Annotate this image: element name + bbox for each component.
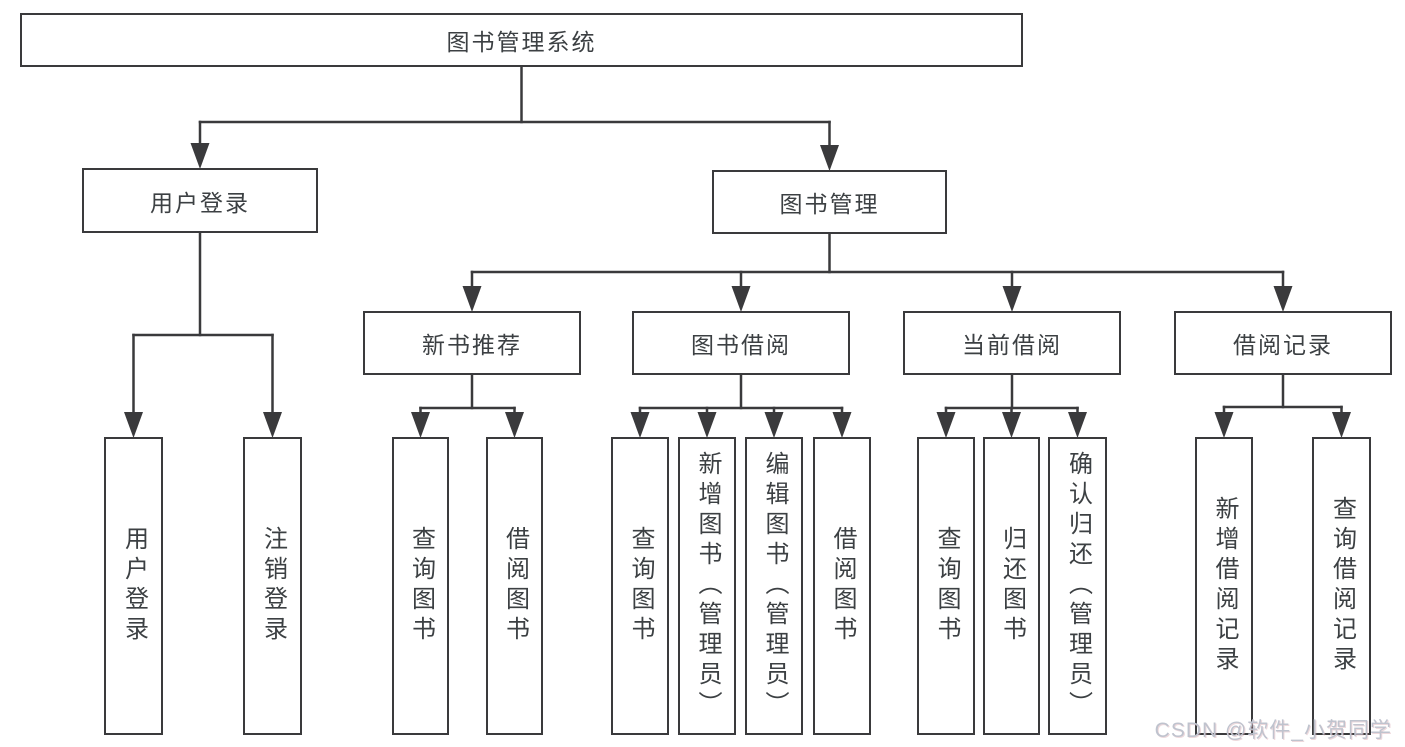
node-label-root: 图书管理系统	[446, 29, 597, 55]
node-label-leaf-user-login: 用户登录	[120, 526, 148, 646]
node-label-borrow-records: 借阅记录	[1233, 332, 1333, 358]
node-leaf-logout: 注销登录	[243, 437, 302, 735]
node-label-leaf-query-book-3: 查询图书	[933, 526, 960, 646]
node-current-borrow: 当前借阅	[903, 311, 1121, 375]
node-leaf-add-borrow-record: 新增借阅记录	[1195, 437, 1253, 735]
node-label-leaf-borrow-book-2: 借阅图书	[829, 526, 856, 646]
node-label-leaf-query-book-1: 查询图书	[407, 526, 435, 646]
node-label-current-borrow: 当前借阅	[962, 332, 1062, 358]
node-leaf-confirm-return: 确认归还（管理员）	[1048, 437, 1107, 735]
node-label-book-management: 图书管理	[779, 191, 880, 217]
node-leaf-borrow-book-2: 借阅图书	[813, 437, 871, 735]
node-leaf-edit-book: 编辑图书（管理员）	[745, 437, 803, 735]
node-leaf-user-login: 用户登录	[104, 437, 163, 735]
node-leaf-return-book: 归还图书	[983, 437, 1040, 735]
node-label-leaf-borrow-book-1: 借阅图书	[501, 526, 529, 646]
node-label-leaf-query-borrow-record: 查询借阅记录	[1328, 496, 1356, 676]
node-leaf-query-borrow-record: 查询借阅记录	[1312, 437, 1371, 735]
node-book-management: 图书管理	[712, 170, 947, 234]
node-borrow-records: 借阅记录	[1174, 311, 1392, 375]
node-label-book-borrow: 图书借阅	[691, 332, 791, 358]
node-label-leaf-add-book: 新增图书（管理员）	[694, 451, 721, 721]
node-leaf-query-book-2: 查询图书	[611, 437, 669, 735]
node-leaf-query-book-3: 查询图书	[917, 437, 975, 735]
node-label-leaf-confirm-return: 确认归还（管理员）	[1064, 451, 1092, 721]
node-label-leaf-return-book: 归还图书	[998, 526, 1026, 646]
node-label-new-book-recommend: 新书推荐	[422, 332, 522, 358]
node-new-book-recommend: 新书推荐	[363, 311, 581, 375]
node-leaf-borrow-book-1: 借阅图书	[486, 437, 543, 735]
node-leaf-query-book-1: 查询图书	[392, 437, 449, 735]
node-label-leaf-add-borrow-record: 新增借阅记录	[1211, 496, 1238, 676]
node-user-login: 用户登录	[82, 168, 318, 233]
node-label-leaf-query-book-2: 查询图书	[627, 526, 654, 646]
node-root: 图书管理系统	[20, 13, 1023, 67]
node-label-user-login: 用户登录	[150, 189, 250, 216]
node-book-borrow: 图书借阅	[632, 311, 850, 375]
node-label-leaf-edit-book: 编辑图书（管理员）	[761, 451, 788, 721]
node-label-leaf-logout: 注销登录	[259, 526, 287, 646]
node-leaf-add-book: 新增图书（管理员）	[678, 437, 736, 735]
csdn-watermark: CSDN @软件_小贺同学	[1154, 719, 1392, 742]
